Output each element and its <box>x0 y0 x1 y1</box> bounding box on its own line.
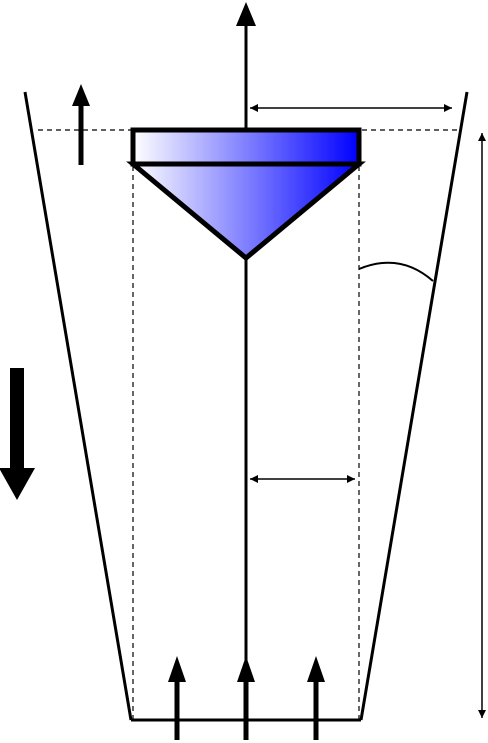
float-lift-arrow <box>72 84 90 165</box>
center-axis <box>236 2 256 735</box>
float <box>126 127 366 262</box>
float-cap <box>130 127 362 167</box>
inflow-arrow-left <box>168 656 186 740</box>
tube-right-wall <box>359 91 469 721</box>
flow-direction-arrow <box>0 368 35 500</box>
axis-arrowhead <box>236 2 256 26</box>
tube-left-wall <box>23 91 133 721</box>
inflow-arrow-right <box>307 656 325 740</box>
inflow-arrows <box>168 656 325 740</box>
inflow-arrow-center <box>237 656 255 740</box>
float-cone <box>126 161 366 262</box>
taper-angle-arc <box>358 261 434 282</box>
